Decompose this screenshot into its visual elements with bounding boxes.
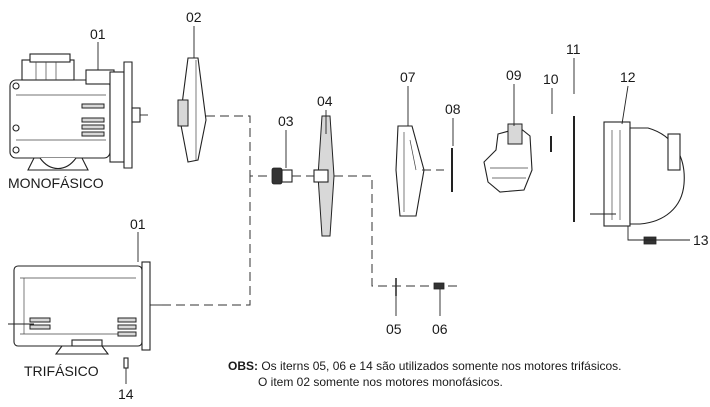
label-13: 13 (693, 232, 709, 248)
label-09: 09 (506, 67, 522, 83)
part-04-impeller (313, 115, 335, 237)
motor-trifasico (8, 261, 162, 355)
note-line-2: O item 02 somente nos motores monofásico… (258, 375, 503, 389)
part-02-plate (177, 57, 207, 163)
label-03: 03 (278, 113, 294, 129)
note-line-1: OBS: Os iterns 05, 06 e 14 são utilizado… (228, 359, 622, 373)
label-01-mono: 01 (90, 26, 106, 42)
part-09-adapter (483, 123, 533, 193)
label-08: 08 (445, 101, 461, 117)
label-14: 14 (118, 386, 134, 402)
caption-monofasico: MONOFÁSICO (8, 175, 104, 191)
motor-monofasico (9, 53, 148, 171)
leader-lines (97, 26, 690, 384)
part-14-screw (123, 357, 129, 369)
label-12: 12 (620, 69, 636, 85)
note-text-1: Os iterns 05, 06 e 14 são utilizados som… (261, 359, 621, 373)
note-prefix: OBS: (228, 359, 258, 373)
label-07: 07 (400, 69, 416, 85)
part-13-plug (643, 236, 657, 245)
part-07-diffuser (395, 125, 425, 217)
label-01-tri: 01 (130, 216, 146, 232)
label-10: 10 (543, 71, 559, 87)
label-04: 04 (317, 93, 333, 109)
part-12-housing (590, 121, 685, 227)
label-11: 11 (566, 41, 581, 57)
part-03-sleeve (271, 167, 293, 185)
assembly-lines (162, 115, 458, 306)
label-06: 06 (432, 321, 448, 337)
caption-trifasico: TRIFÁSICO (24, 363, 99, 379)
label-02: 02 (186, 9, 202, 25)
label-05: 05 (386, 321, 402, 337)
